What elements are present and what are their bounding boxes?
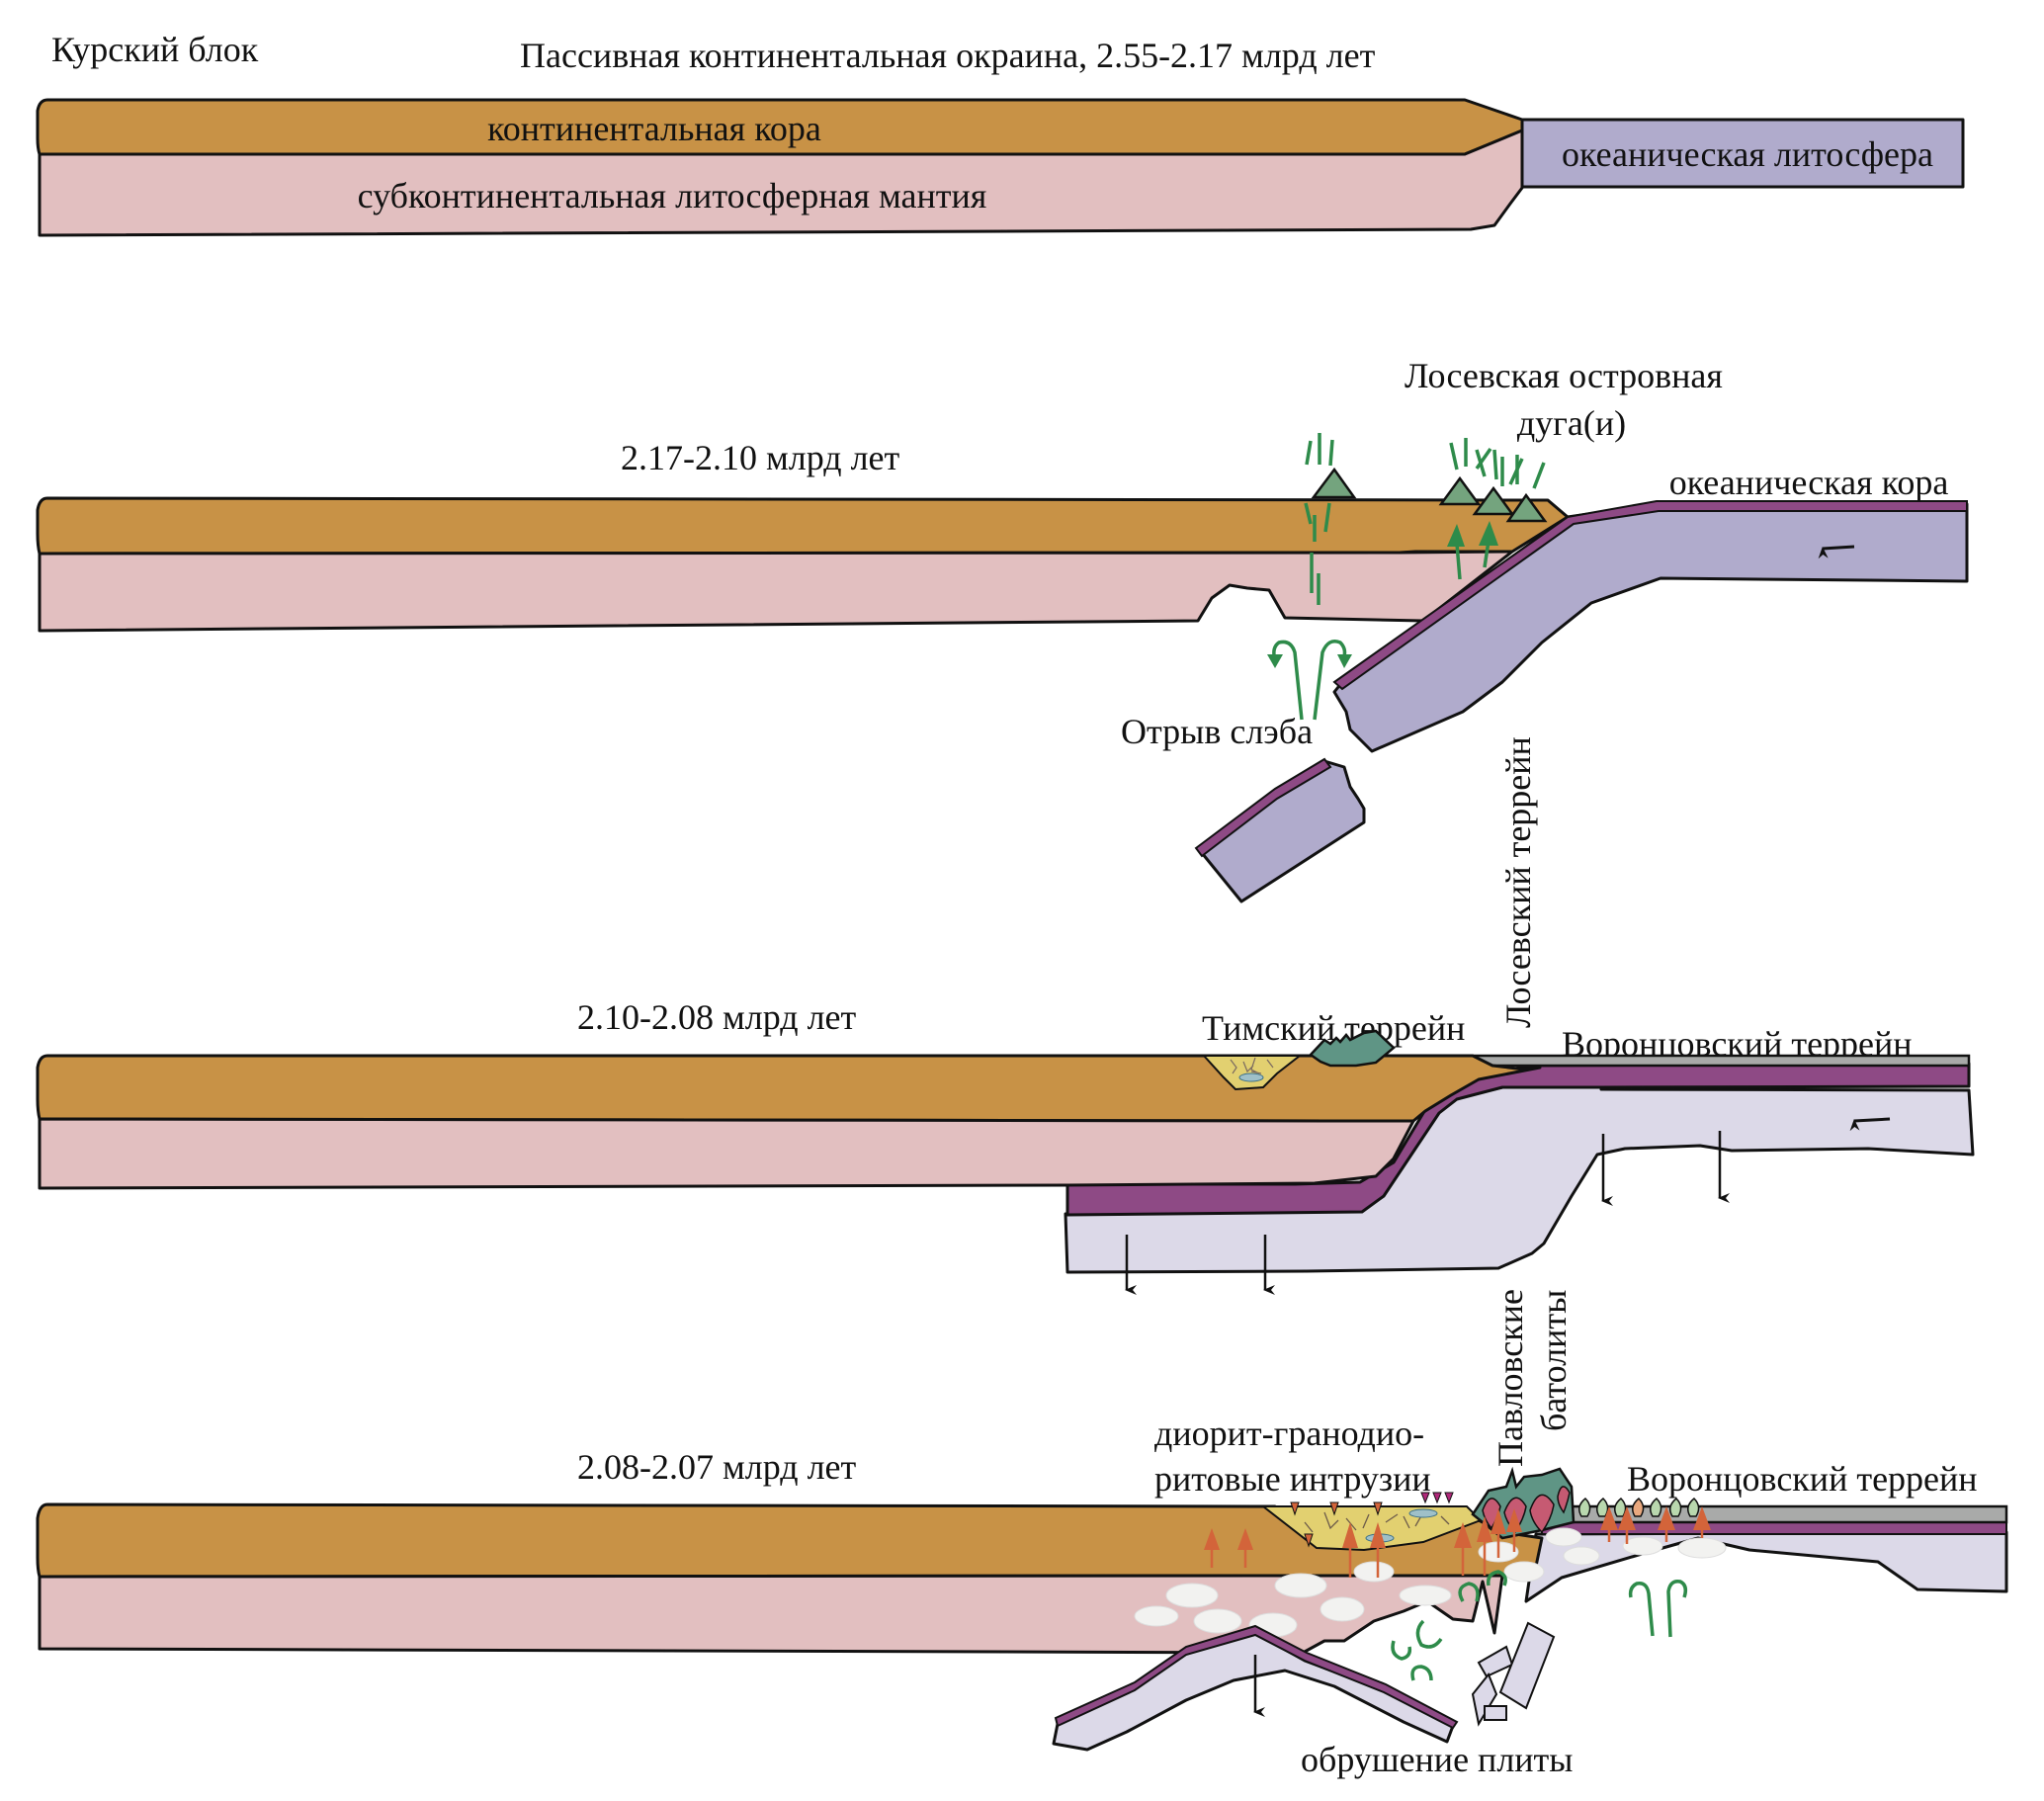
stage-4-right-slab [1524, 1530, 2008, 1603]
stage-2-continental-crust [36, 496, 1570, 556]
collapsing-slab-crust [1054, 1624, 1459, 1730]
pavlovsk-label-line1: Павловские [1490, 1289, 1530, 1467]
stage-1-oceanic-lithosphere [1520, 118, 1965, 189]
stage-2-island-arc: 2.17-2.10 млрд лет Лосевская островная д… [36, 356, 1969, 903]
orange-drops [1290, 1501, 1383, 1548]
timsky-terrane [1201, 1055, 1303, 1091]
stage-1-title: Пассивная континентальная окраина, 2.55-… [520, 36, 1376, 75]
volcano-icon [1311, 467, 1357, 499]
intrusions-label-line1: диорит-гранодио- [1154, 1414, 1424, 1453]
volcano-icon [1472, 485, 1515, 516]
kursk-block-label: Курский блок [51, 30, 259, 69]
magma-ascent-arrows [1447, 521, 1498, 580]
detached-slab-crust [1194, 757, 1332, 858]
stage-3-accretion: 2.10-2.08 млрд лет Тимский террейн Ворон… [36, 736, 1975, 1295]
arc-label-line2: дуга(и) [1517, 403, 1626, 443]
slab-collapse-label: обрушение плиты [1301, 1740, 1573, 1779]
volcano-icon [1505, 492, 1548, 523]
magenta-intrusions [1420, 1492, 1454, 1504]
timsky-terrane-texture [1230, 1057, 1274, 1074]
stage-4-slab-collapse: 2.08-2.07 млрд лет диорит-гранодио- рито… [36, 1289, 2008, 1779]
stage-2-subducting-slab [1332, 502, 1969, 753]
plate-motion-arrow [1849, 1117, 1891, 1132]
magma-ascent-arrows-orange [1204, 1506, 1711, 1578]
losevsky-terrane-label: Лосевский террейн [1498, 736, 1538, 1028]
ocean-crust-label: океаническая кора [1669, 463, 1949, 502]
slab-breakoff-label: Отрыв слэба [1121, 712, 1313, 751]
plate-motion-arrow [1818, 545, 1855, 559]
stage-4-title: 2.08-2.07 млрд лет [577, 1447, 857, 1487]
losevsky-terrane [1309, 1029, 1396, 1068]
timsky-terrane-lens [1238, 1072, 1264, 1082]
vorontsovsky-terrane-label-2: Воронцовский террейн [1627, 1459, 1978, 1499]
stage-3-title: 2.10-2.08 млрд лет [577, 997, 857, 1037]
stage-2-title: 2.17-2.10 млрд лет [621, 438, 900, 477]
eruption-marks [1304, 433, 1546, 605]
mantle-flow-arrows [1391, 1570, 1688, 1681]
volcano-icon [1438, 475, 1482, 506]
stage-3-mantle [38, 1117, 1415, 1190]
intrusion-lens [1408, 1508, 1438, 1518]
intrusions-label-line2: ритовые интрузии [1154, 1459, 1431, 1499]
intrusion-texture [1304, 1511, 1450, 1533]
pavlovsk-label-line2: батолиты [1534, 1290, 1574, 1431]
stage-1-passive-margin: Курский блок Пассивная континентальная о… [36, 30, 1965, 237]
stage-1-mantle-label: субконтинентальная литосферная мантия [358, 176, 987, 215]
stage-3-continental-crust [36, 1054, 1542, 1123]
magma-blobs [1134, 1527, 1727, 1638]
vorontsovsky-intrusions [1578, 1497, 1700, 1517]
stage-1-ocean-label: океаническая литосфера [1562, 134, 1933, 174]
stage-2-oceanic-crust [1332, 500, 1968, 691]
arc-label-line1: Лосевская островная [1405, 356, 1723, 395]
stage-1-mantle [38, 129, 1524, 237]
stage-1-crust-label: континентальная кора [487, 109, 821, 148]
stage-2-mantle [38, 550, 1514, 633]
upwelling-arrows [1267, 640, 1352, 721]
slab-fragments [1471, 1621, 1556, 1727]
